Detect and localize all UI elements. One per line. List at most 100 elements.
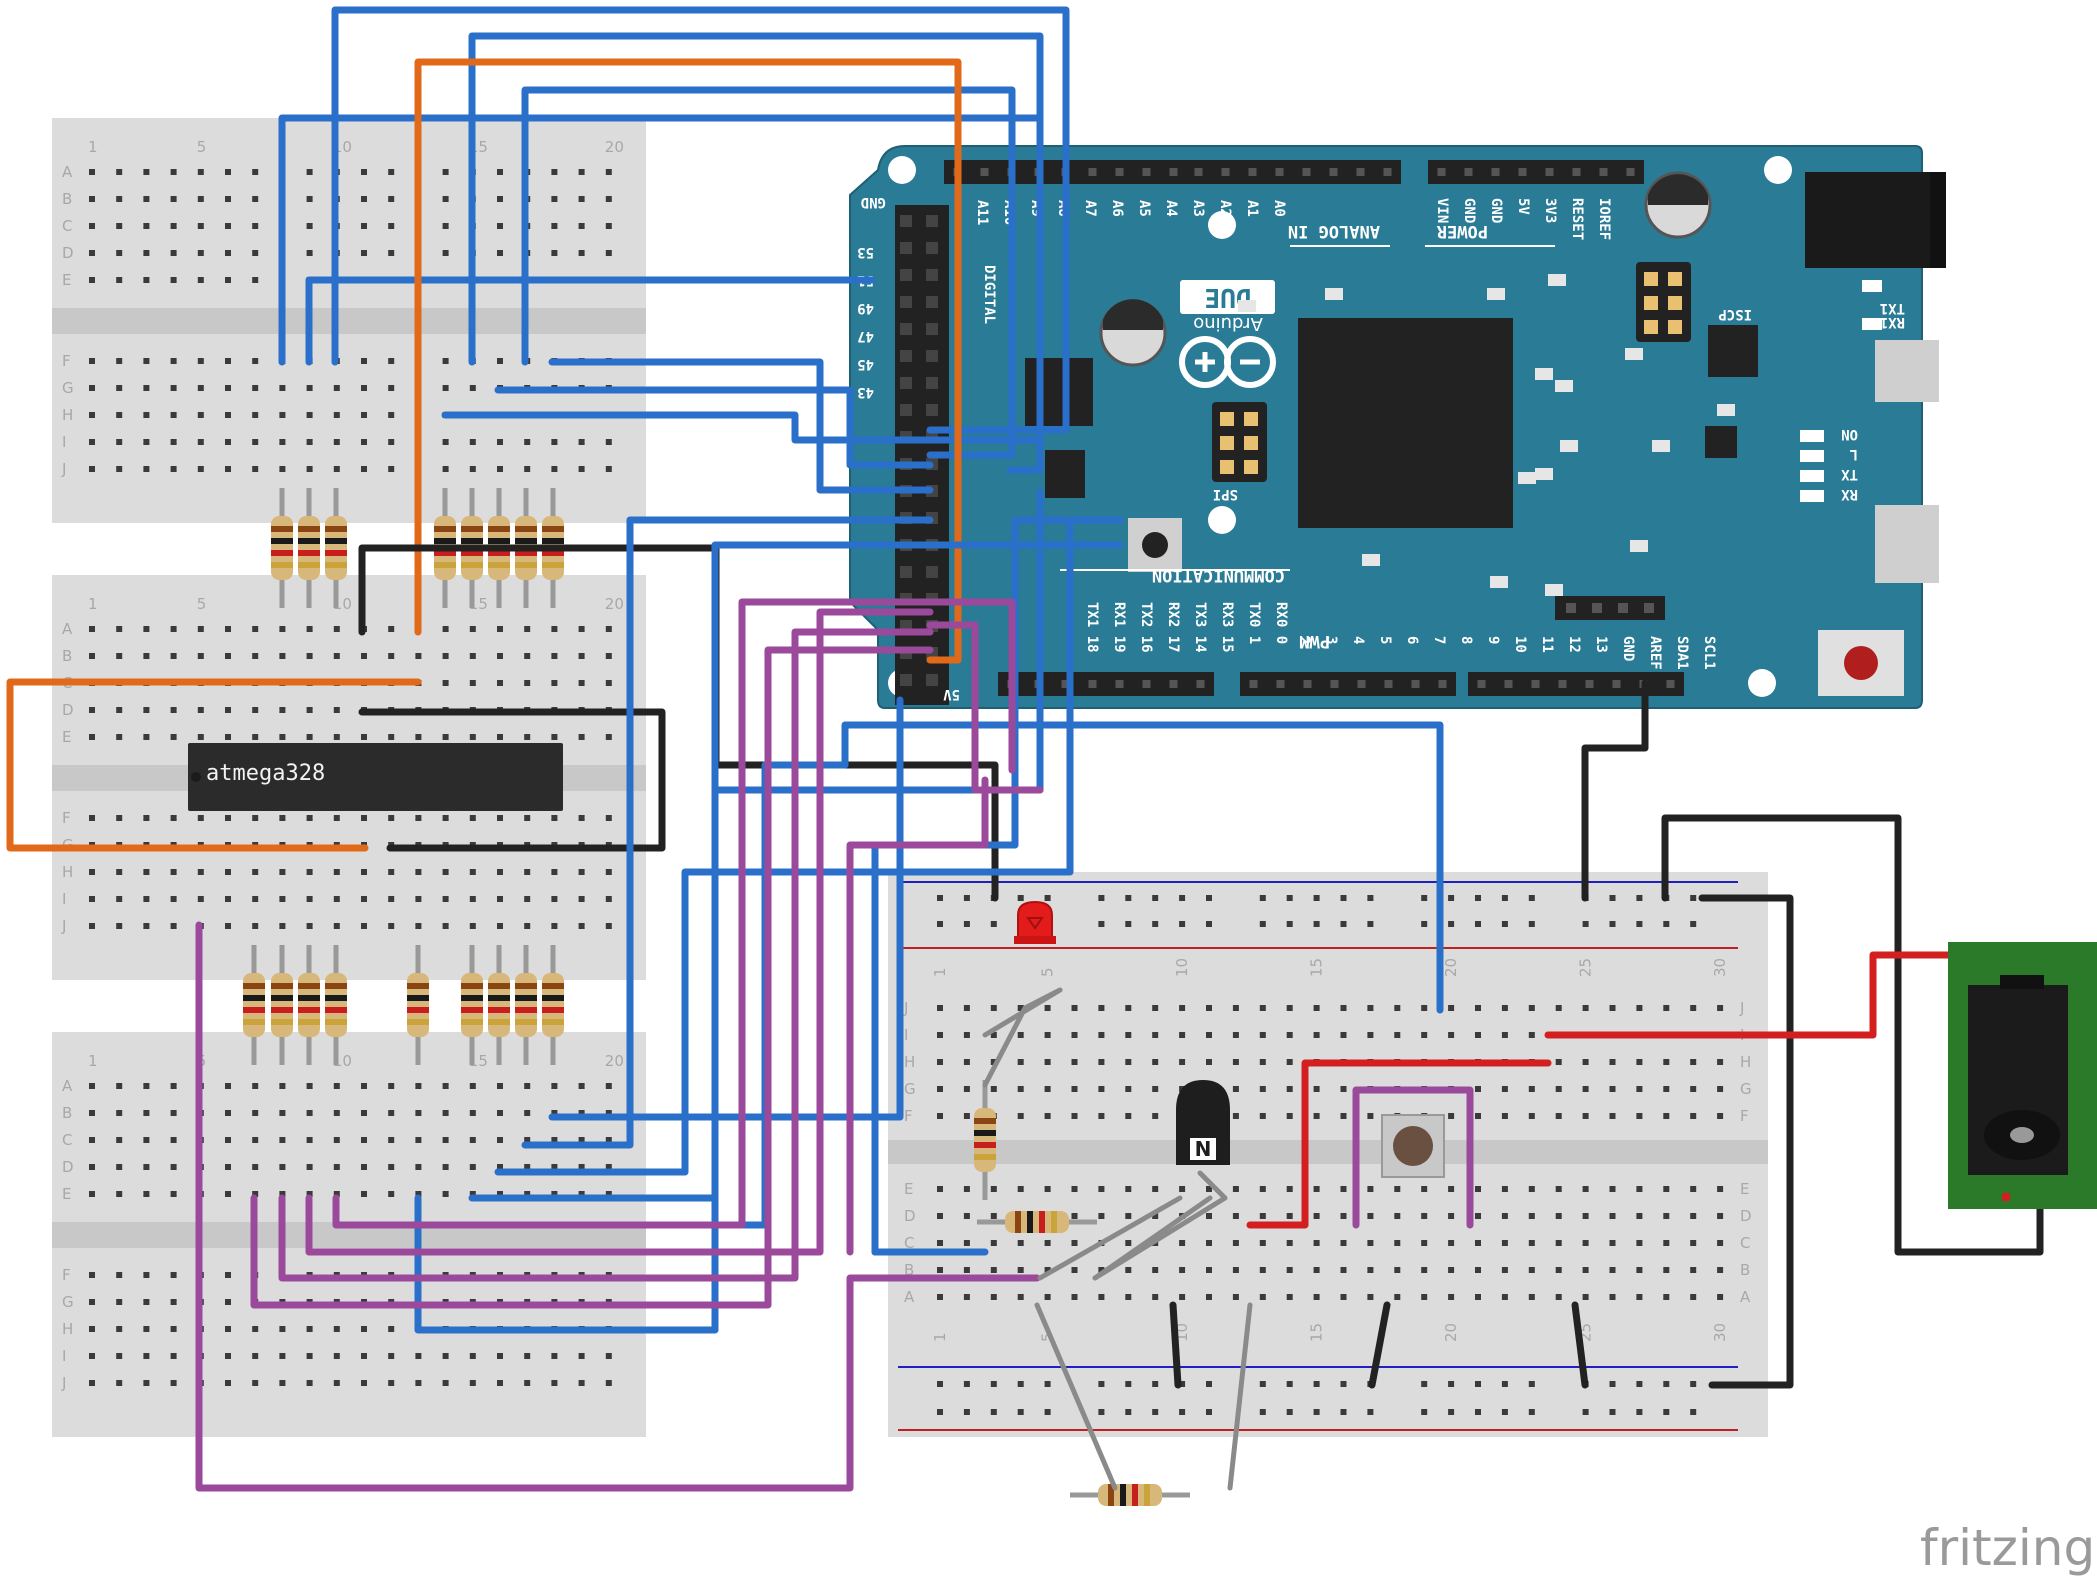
- breadboard-hole: [1555, 1186, 1562, 1192]
- breadboard-hole: [937, 1005, 943, 1011]
- breadboard-hole: [442, 1083, 449, 1089]
- breadboard-hole: [415, 1083, 422, 1089]
- resistor: [542, 973, 564, 1037]
- analog-pin-label: A7: [1082, 200, 1098, 217]
- breadboard-hole: [442, 439, 449, 445]
- breadboard-hole: [279, 626, 286, 632]
- breadboard-hole: [551, 815, 558, 821]
- row-letter: G: [1740, 1080, 1752, 1098]
- breadboard-hole: [1636, 1005, 1643, 1011]
- breadboard-hole: [89, 1083, 95, 1089]
- spi-pin: [1220, 460, 1234, 474]
- breadboard-hole: [1340, 1381, 1347, 1387]
- breadboard-hole: [279, 385, 286, 391]
- breadboard-hole: [524, 439, 531, 445]
- header-pin: [1275, 168, 1284, 176]
- column-number: 20: [1442, 958, 1460, 977]
- column-number: 1: [931, 967, 949, 977]
- breadboard-hole: [143, 923, 150, 929]
- resistor: [1005, 1211, 1069, 1233]
- breadboard-hole: [1609, 1409, 1616, 1415]
- breadboard-hole: [1690, 1267, 1697, 1273]
- breadboard-hole: [963, 895, 970, 901]
- breadboard-hole: [1206, 1381, 1212, 1387]
- breadboard-hole: [252, 196, 259, 202]
- breadboard-hole: [1340, 1409, 1347, 1415]
- breadboard-hole: [306, 896, 313, 902]
- breadboard-hole: [1555, 1267, 1562, 1273]
- breadboard-hole: [170, 1083, 177, 1089]
- pin-header: [998, 672, 1214, 696]
- breadboard-hole: [1421, 1005, 1428, 1011]
- breadboard-hole: [89, 653, 95, 659]
- power-pin-label: VIN: [1434, 198, 1450, 223]
- breadboard-hole: [361, 1191, 367, 1197]
- breadboard-hole: [89, 277, 95, 283]
- breadboard-hole: [605, 1110, 612, 1116]
- breadboard-hole: [1582, 1113, 1589, 1119]
- breadboard-hole: [578, 626, 585, 632]
- breadboard-hole: [252, 223, 259, 229]
- smd-component: [1490, 576, 1508, 588]
- breadboard-hole: [1421, 1032, 1428, 1038]
- breadboard-hole: [361, 734, 367, 740]
- breadboard-hole: [1152, 921, 1159, 927]
- breadboard-hole: [1179, 1005, 1186, 1011]
- breadboard-hole: [1286, 1294, 1293, 1300]
- purple-wire: [278, 628, 934, 1282]
- breadboard-hole: [1286, 1409, 1293, 1415]
- icsp-pin: [1668, 320, 1682, 334]
- breadboard-hole: [170, 196, 177, 202]
- breadboard-hole: [415, 869, 422, 875]
- breadboard-hole: [1044, 1381, 1051, 1387]
- breadboard-hole: [1232, 1005, 1239, 1011]
- breadboard-hole: [170, 1272, 177, 1278]
- breadboard-hole: [963, 1032, 970, 1038]
- breadboard-hole: [225, 1299, 231, 1305]
- breadboard-hole: [551, 1137, 558, 1143]
- breadboard-hole: [1448, 1240, 1455, 1246]
- row-letter: F: [62, 1266, 71, 1284]
- header-pin: [1531, 680, 1540, 688]
- breadboard-hole: [524, 1110, 531, 1116]
- smd-component: [1555, 380, 1573, 392]
- breadboard-hole: [225, 223, 231, 229]
- breadboard-hole: [1690, 1213, 1697, 1219]
- breadboard-hole: [170, 223, 177, 229]
- breadboard-hole: [963, 1240, 970, 1246]
- breadboard-hole: [279, 707, 286, 713]
- breadboard-hole: [1717, 1059, 1724, 1065]
- breadboard-hole: [442, 734, 449, 740]
- breadboard-hole: [333, 653, 340, 659]
- breadboard-hole: [225, 1083, 231, 1089]
- purple-wire: [1352, 1086, 1474, 1229]
- spi-pin: [1244, 436, 1258, 450]
- breadboard-hole: [252, 1110, 259, 1116]
- breadboard-hole: [1259, 1005, 1266, 1011]
- breadboard-hole: [306, 707, 313, 713]
- breadboard-hole: [170, 923, 177, 929]
- resistor-band: [407, 983, 429, 989]
- breadboard-hole: [551, 466, 558, 472]
- breadboard-hole: [1044, 895, 1051, 901]
- status-led-label: ON: [1841, 426, 1858, 442]
- breadboard-hole: [225, 815, 231, 821]
- breadboard-hole: [279, 1191, 286, 1197]
- digital-pin-label: 5: [1377, 636, 1393, 644]
- arduino-infinity-logo-icon: [1179, 336, 1276, 388]
- breadboard-hole: [252, 1083, 259, 1089]
- breadboard-hole: [990, 1267, 997, 1273]
- blue-wire: [331, 6, 1070, 434]
- breadboard-hole: [1663, 1186, 1670, 1192]
- breadboard-hole: [1179, 1267, 1186, 1273]
- row-letter: B: [1740, 1261, 1750, 1279]
- resistor-band: [974, 1154, 996, 1160]
- breadboard-hole: [1179, 1059, 1186, 1065]
- header-pin: [1356, 168, 1365, 176]
- breadboard-hole: [1098, 1409, 1105, 1415]
- row-letter: J: [61, 917, 66, 935]
- breadboard-hole: [497, 196, 503, 202]
- breadboard-hole: [333, 734, 340, 740]
- breadboard-hole: [1555, 1086, 1562, 1092]
- breadboard-hole: [442, 923, 449, 929]
